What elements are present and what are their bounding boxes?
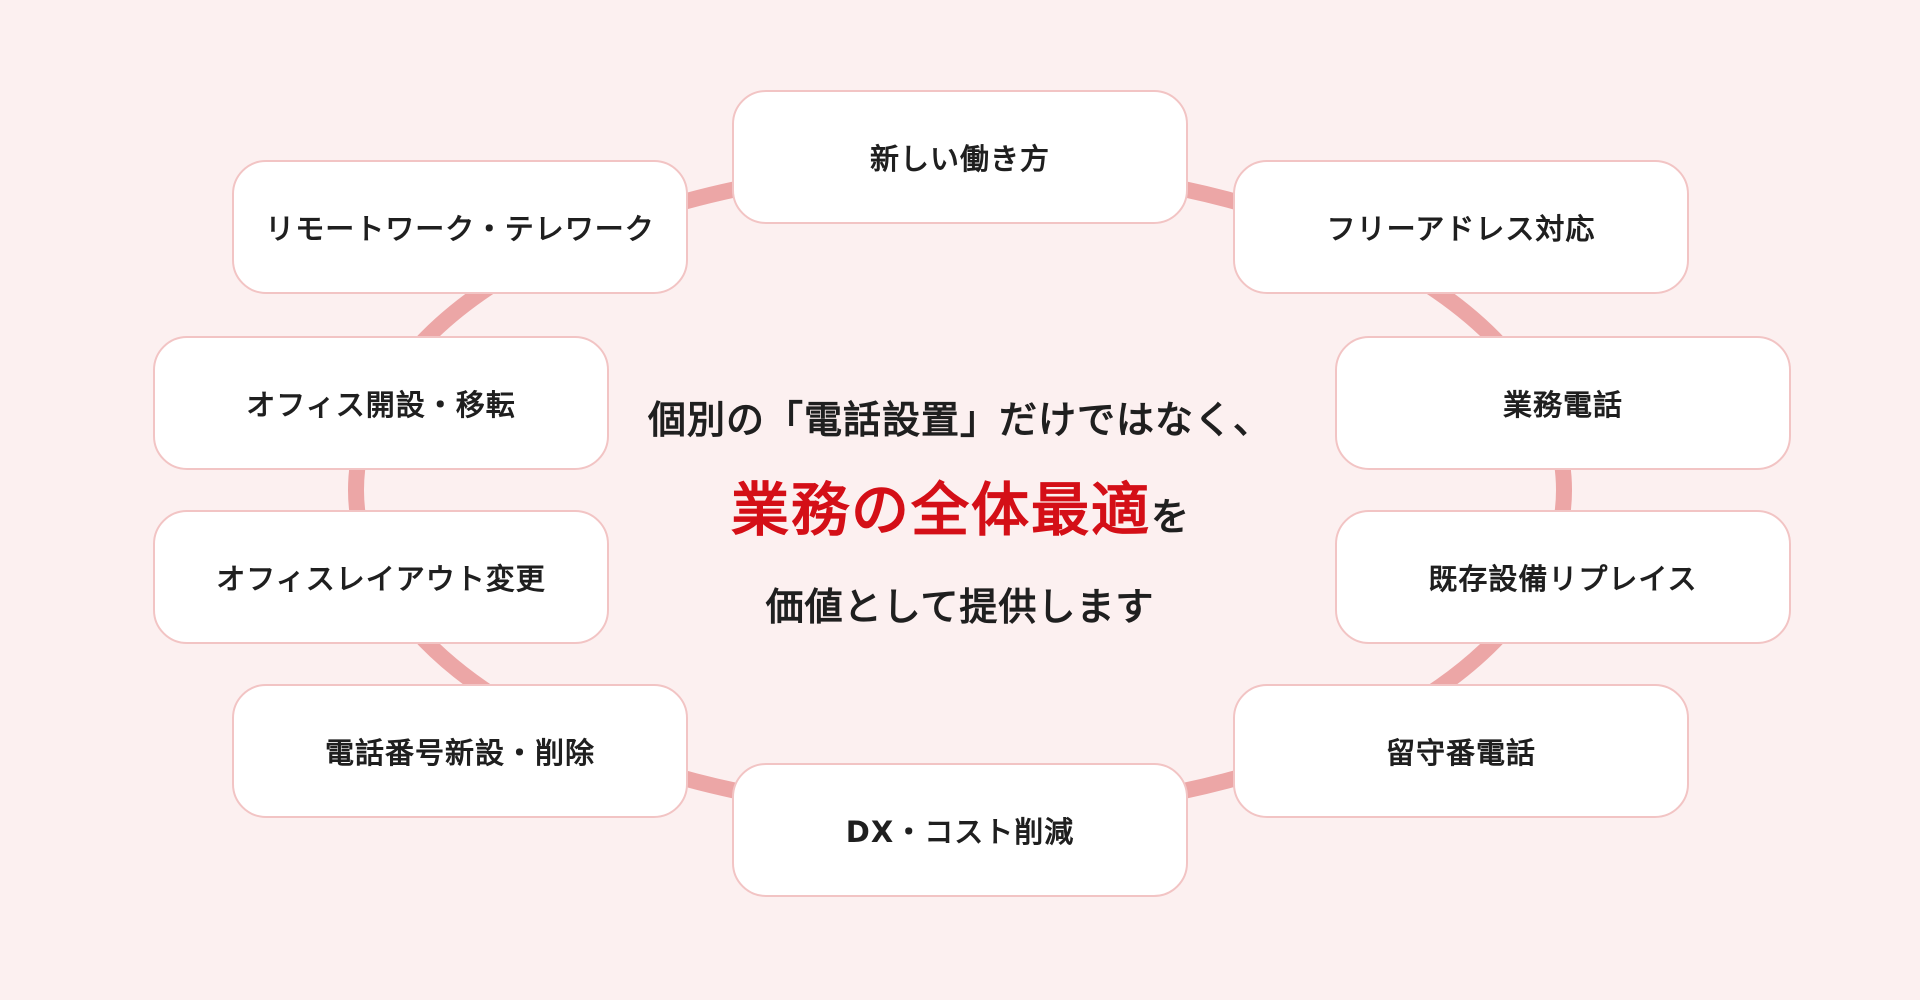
- item-free-address: フリーアドレス対応: [1233, 160, 1689, 294]
- item-label: 電話番号新設・削除: [324, 736, 595, 770]
- item-label: 留守番電話: [1385, 736, 1536, 770]
- item-label: DX・コスト削減: [845, 815, 1075, 849]
- center-message: 個別の「電話設置」だけではなく、 業務の全体最適を 価値として提供します: [560, 380, 1360, 647]
- item-dx-cost-reduction: DX・コスト削減: [732, 763, 1188, 897]
- item-label: 新しい働き方: [869, 142, 1050, 176]
- center-line-2: 業務の全体最適を: [560, 460, 1360, 567]
- item-label: 業務電話: [1502, 388, 1623, 422]
- center-line-3: 価値として提供します: [765, 585, 1155, 629]
- item-voicemail: 留守番電話: [1233, 684, 1689, 818]
- item-label: オフィスレイアウト変更: [216, 562, 546, 596]
- item-new-work-style: 新しい働き方: [732, 90, 1188, 224]
- center-highlight: 業務の全体最適: [730, 476, 1151, 544]
- item-label: リモートワーク・テレワーク: [265, 212, 655, 246]
- item-label: オフィス開設・移転: [246, 388, 516, 422]
- center-line-2-suffix: を: [1151, 495, 1190, 539]
- item-label: フリーアドレス対応: [1326, 212, 1596, 246]
- item-remote-work: リモートワーク・テレワーク: [232, 160, 688, 294]
- item-office-layout: オフィスレイアウト変更: [153, 510, 609, 644]
- item-office-open-move: オフィス開設・移転: [153, 336, 609, 470]
- center-line-1: 個別の「電話設置」だけではなく、: [647, 398, 1272, 442]
- item-business-phone: 業務電話: [1335, 336, 1791, 470]
- item-label: 既存設備リプレイス: [1428, 562, 1698, 596]
- item-phone-number: 電話番号新設・削除: [232, 684, 688, 818]
- item-equipment-replace: 既存設備リプレイス: [1335, 510, 1791, 644]
